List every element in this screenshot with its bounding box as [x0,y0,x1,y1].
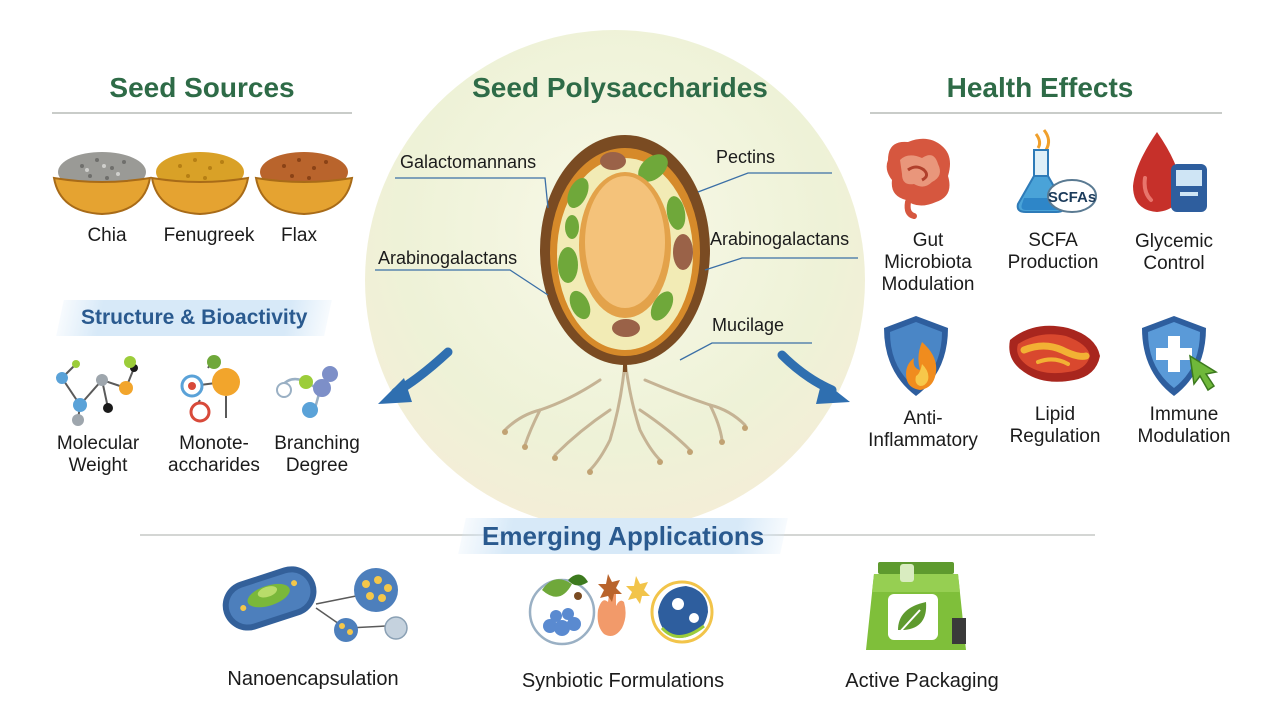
seed-label-fenugreek: Fenugreek [163,225,255,246]
seed-sources-title: Seed Sources [109,72,295,103]
applications-title: Emerging Applications [481,521,765,551]
health-effects-divider [870,112,1222,114]
callout-galactomannans: Galactomannans [400,152,537,172]
structure-title: Structure & Bioactivity [80,306,308,329]
health-label-glycemic: Glycemic Control [1134,231,1214,274]
health-effects-title: Health Effects [946,72,1134,103]
blood-vessel-icon [1009,325,1100,382]
callout-mucilage: Mucilage [712,315,785,335]
blood-drop-icon [1133,132,1207,212]
intestine-icon [886,138,950,219]
seed-bowl-flax-icon [254,152,354,216]
callout-arabinogalactans-right: Arabinogalactans [710,229,850,249]
seed-sources-divider [52,112,352,114]
structure-label-monosaccharides: Monote- accharides [168,433,260,476]
shield-flame-icon [884,316,948,396]
applications-banner: Emerging Applications [458,518,788,554]
shield-cross-icon [1142,316,1219,396]
application-label-synbiotic: Synbiotic Formulations [521,670,725,692]
seed-label-flax: Flax [281,225,317,246]
active-packaging-icon [866,562,966,650]
structure-banner: Structure & Bioactivity [56,300,332,336]
molecular-weight-icon [56,356,138,426]
health-label-lipid: Lipid Regulation [1009,404,1101,447]
callout-arabinogalactans-left: Arabinogalactans [378,248,518,268]
health-label-scfa: SCFA Production [1007,230,1099,273]
scfa-badge: SCFAs [1048,189,1096,206]
health-label-immune: Immune Modulation [1137,404,1231,447]
branching-degree-icon [276,366,338,418]
application-label-active-packaging: Active Packaging [845,670,999,692]
health-label-gut: Gut Microbiota Modulation [881,230,975,295]
center-title: Seed Polysaccharides [472,72,768,103]
monosaccharides-icon [180,355,240,423]
seed-roots [503,358,747,472]
health-label-anti-inflammatory: Anti- Inflammatory [868,408,978,451]
seed-label-chia: Chia [87,225,127,246]
callout-pectins: Pectins [716,147,776,167]
seed-bowl-fenugreek-icon [150,152,250,216]
synbiotic-formulations-icon [528,574,714,646]
structure-label-molecular-weight: Molecular Weight [56,433,140,476]
seed-bowl-chia-icon [52,152,152,216]
nanoencapsulation-icon [222,566,408,642]
flask-icon: SCFAs [1016,129,1097,213]
structure-label-branching-degree: Branching Degree [274,433,360,476]
application-label-nanoencapsulation: Nanoencapsulation [227,668,399,690]
